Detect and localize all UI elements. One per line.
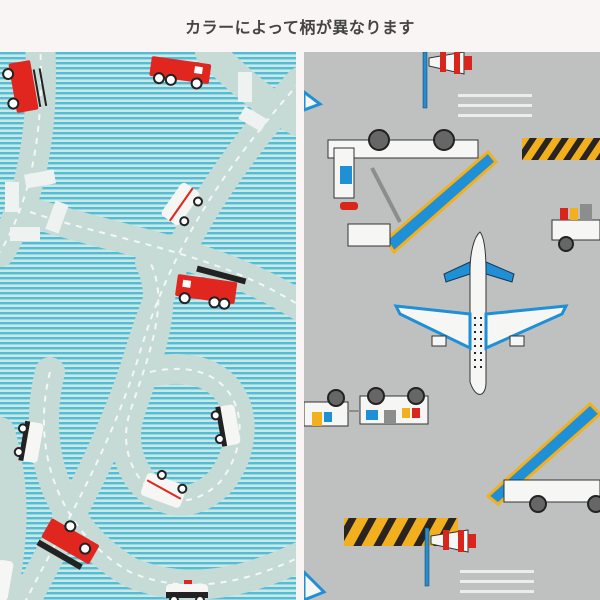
caption-heading: カラーによって柄が異なります: [185, 18, 415, 37]
fabric-swatch-roads: [0, 52, 296, 600]
fire-truck-icon: [2, 56, 247, 570]
police-car-icon: [0, 404, 241, 600]
airplane-icon: [393, 231, 569, 395]
baggage-cart-icon: [551, 204, 600, 252]
ambulance-icon: [140, 182, 204, 508]
windsock-icon: [422, 52, 472, 109]
stairs-truck-icon: [327, 129, 499, 255]
airport-pattern-illustration: [304, 52, 600, 600]
windsock-icon: [424, 527, 476, 587]
roads-pattern-illustration: [0, 52, 296, 600]
baggage-train-icon: [304, 387, 429, 427]
fabric-swatch-airport: [304, 52, 600, 600]
stairs-truck-icon: [485, 401, 600, 513]
hazard-barrier-icon: [522, 138, 600, 160]
